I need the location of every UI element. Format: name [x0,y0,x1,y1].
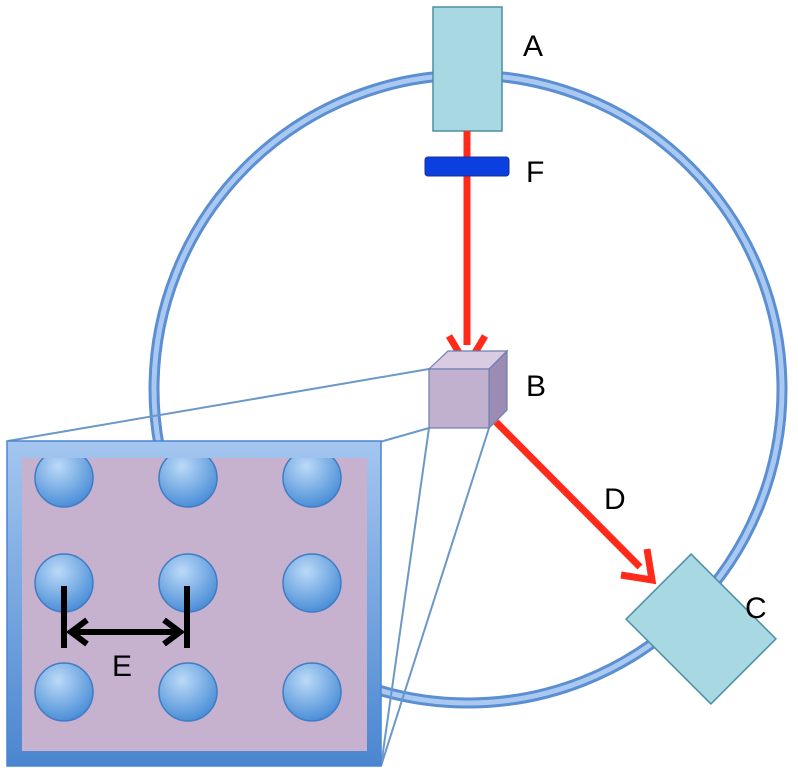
lattice-atom [282,458,342,508]
label-diffracted-beam: D [604,483,626,516]
label-spacing: E [112,650,132,683]
source-box [432,6,503,132]
label-detector: C [745,592,767,625]
diffracted-beam [493,419,643,570]
lattice-atom [282,662,342,722]
crystal-cube [427,349,509,430]
lattice-atom [282,553,342,613]
zoom-lines [7,368,490,767]
lattice-atom [34,662,94,722]
lattice-atom [158,458,218,508]
lattice-atoms [34,458,342,722]
diffracted-beam-arrowhead [620,548,657,585]
label-sample: B [526,370,546,403]
label-source: A [523,30,543,63]
spacing-marker [61,586,190,648]
label-filter: F [526,156,544,189]
lattice-atom [158,662,218,722]
lattice-inset [6,440,382,767]
lattice-atom [34,458,94,508]
detector-box [624,552,778,706]
filter-bar [424,156,510,177]
